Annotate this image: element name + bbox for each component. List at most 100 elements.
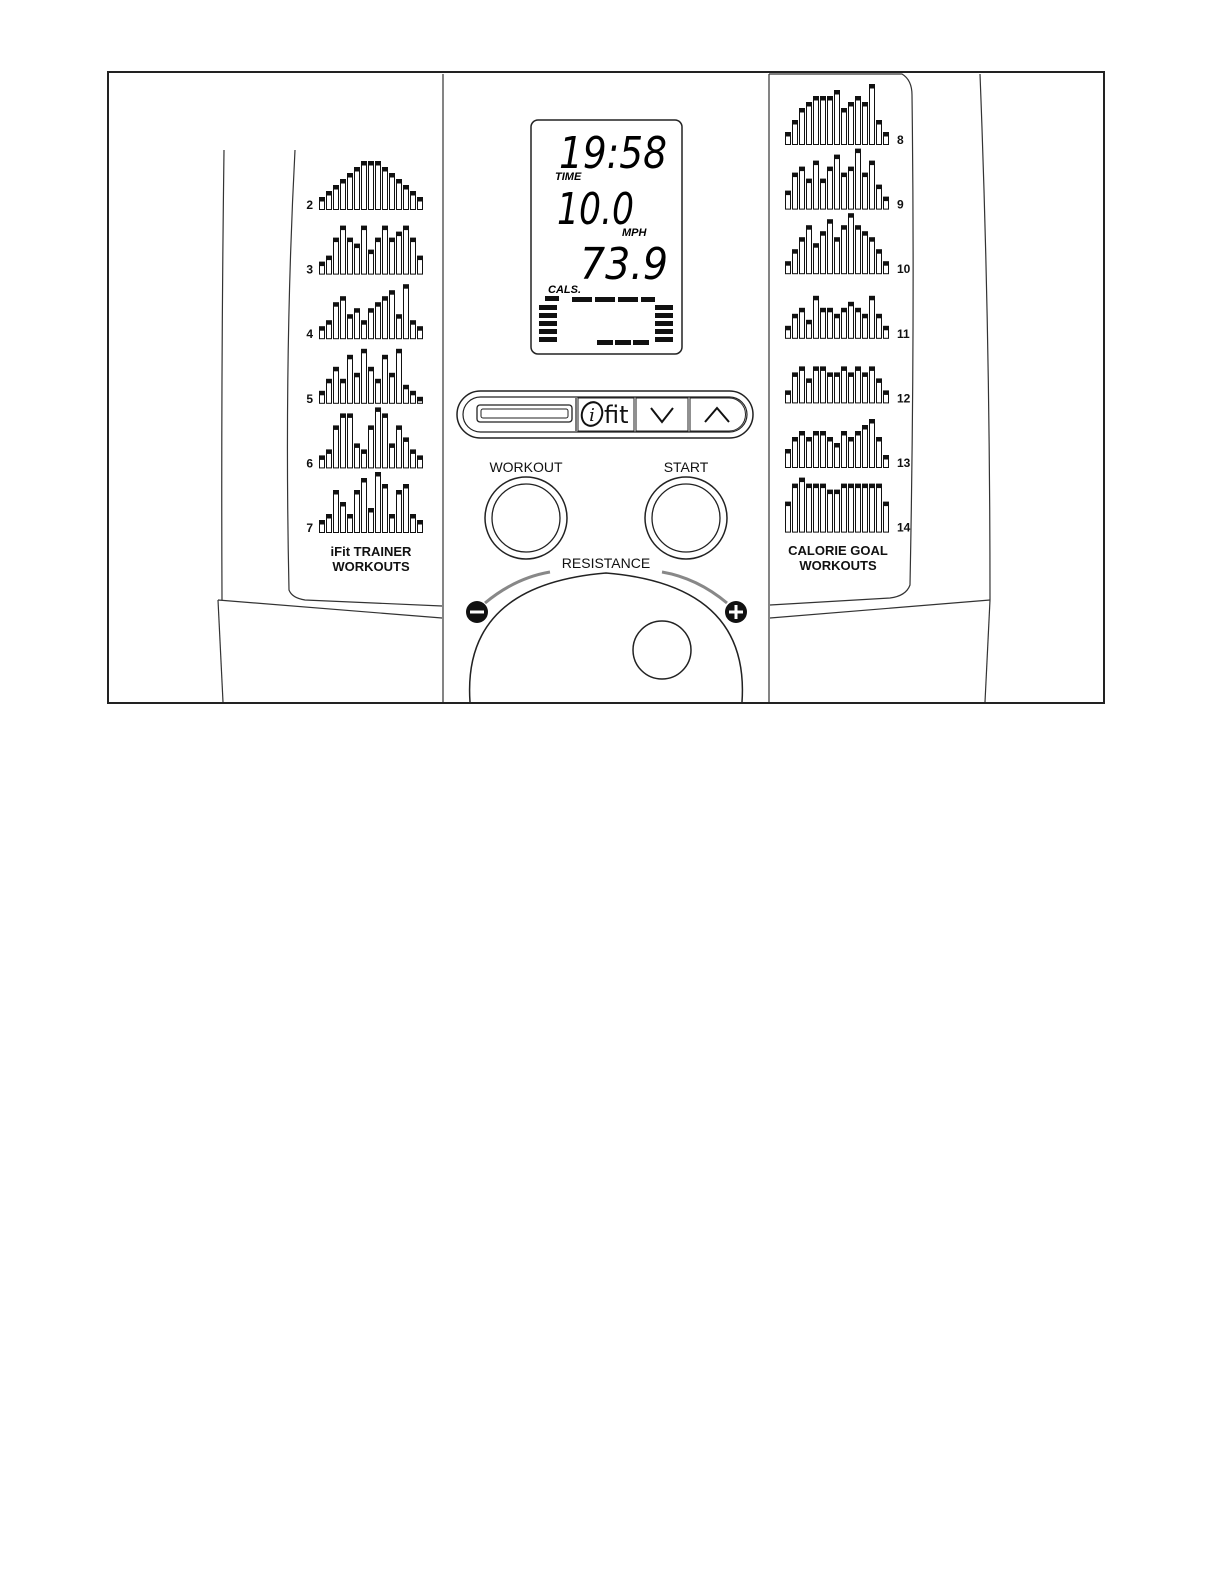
profile-bar-cap [404,438,409,442]
profile-bar-cap [821,367,826,371]
profile-bar-cap [793,484,798,488]
profile-bar-cap [334,303,339,307]
profile-bar-cap [383,226,388,230]
profile-bar-cap [355,168,360,172]
profile-bar [369,162,374,210]
profile-bar [383,414,388,468]
profile-bar-cap [786,450,791,454]
profile-bar-cap [870,296,875,300]
left-panel-title-line2: WORKOUTS [332,559,410,574]
start-button[interactable] [645,477,727,559]
ifit-logo-text: fit [604,401,629,429]
profile-bar [842,367,847,403]
plus-icon[interactable] [725,601,747,623]
up-arrow-button[interactable] [690,398,746,431]
profile-bar-cap [807,379,812,383]
profile-bar-cap [341,226,346,230]
profile-bar [842,226,847,274]
profile-bar [807,438,812,468]
profile-bar [800,238,805,274]
profile-bar-cap [320,456,325,460]
profile-bar [800,367,805,403]
profile-bar-cap [390,291,395,295]
profile-bar [369,426,374,468]
profile-bar-cap [814,296,819,300]
profile-bar [849,214,854,274]
profile-bar-cap [856,367,861,371]
calories-unit-label: CALS. [548,284,581,296]
profile-bar [814,367,819,403]
profile-bar [814,244,819,274]
profile-bar-cap [341,414,346,418]
profile-bar [404,485,409,533]
profile-bar [793,173,798,209]
profile-bar [849,438,854,468]
down-arrow-button[interactable] [636,398,688,431]
profile-bar-cap [390,174,395,178]
profile-bar-cap [362,349,367,353]
profile-bar-cap [418,327,423,331]
workout-number-label: 8 [897,133,904,147]
profile-bar-cap [327,321,332,325]
profile-bar-cap [334,186,339,190]
minus-icon[interactable] [466,601,488,623]
profile-bar-cap [793,314,798,318]
profile-bar [807,484,812,532]
profile-bar [856,432,861,468]
profile-bar-cap [870,161,875,165]
profile-bar [383,168,388,210]
profile-bar-cap [877,314,882,318]
profile-bar-cap [786,191,791,195]
profile-bar-cap [383,355,388,359]
profile-bar-cap [348,174,353,178]
profile-bar-cap [793,250,798,254]
workout-number-label: 7 [306,521,313,535]
profile-bar [877,484,882,532]
profile-bar-cap [800,308,805,312]
profile-bar-cap [807,438,812,442]
profile-bar-cap [821,179,826,183]
profile-bar [355,168,360,210]
profile-bar [800,432,805,468]
start-button-label: START [664,459,709,475]
workout-button[interactable] [485,477,567,559]
profile-bar [870,85,875,145]
profile-bar [849,484,854,532]
profile-bar [376,238,381,274]
profile-bar-cap [334,491,339,495]
resistance-knob[interactable] [633,621,691,679]
profile-bar-cap [341,297,346,301]
profile-bar-cap [404,285,409,289]
profile-bar [863,484,868,532]
calories-readout: 73.9 [580,239,668,290]
profile-bar [376,303,381,339]
profile-bar-cap [418,456,423,460]
profile-bar [390,238,395,274]
profile-bar-cap [842,226,847,230]
profile-bar-cap [376,408,381,412]
profile-bar-cap [334,426,339,430]
workout-button-label: WORKOUT [489,459,563,475]
profile-bar [814,296,819,338]
profile-bar-cap [856,149,861,153]
profile-bar-cap [821,232,826,236]
profile-bar-cap [814,367,819,371]
profile-bar-cap [411,391,416,395]
ifit-button[interactable]: i fit [578,398,634,431]
profile-bar [390,174,395,210]
profile-bar-cap [835,444,840,448]
profile-bar [856,97,861,145]
profile-bar-cap [835,314,840,318]
card-slot[interactable] [477,405,572,422]
right-panel-title-line2: WORKOUTS [799,558,877,573]
profile-bar-cap [355,444,360,448]
profile-bar-cap [411,515,416,519]
profile-bar-cap [863,484,868,488]
profile-bar [870,296,875,338]
left-panel-title-line1: iFit TRAINER [331,544,412,559]
profile-bar [383,226,388,274]
profile-bar [821,484,826,532]
profile-bar-cap [842,367,847,371]
profile-bar-cap [828,220,833,224]
profile-bar [828,373,833,403]
